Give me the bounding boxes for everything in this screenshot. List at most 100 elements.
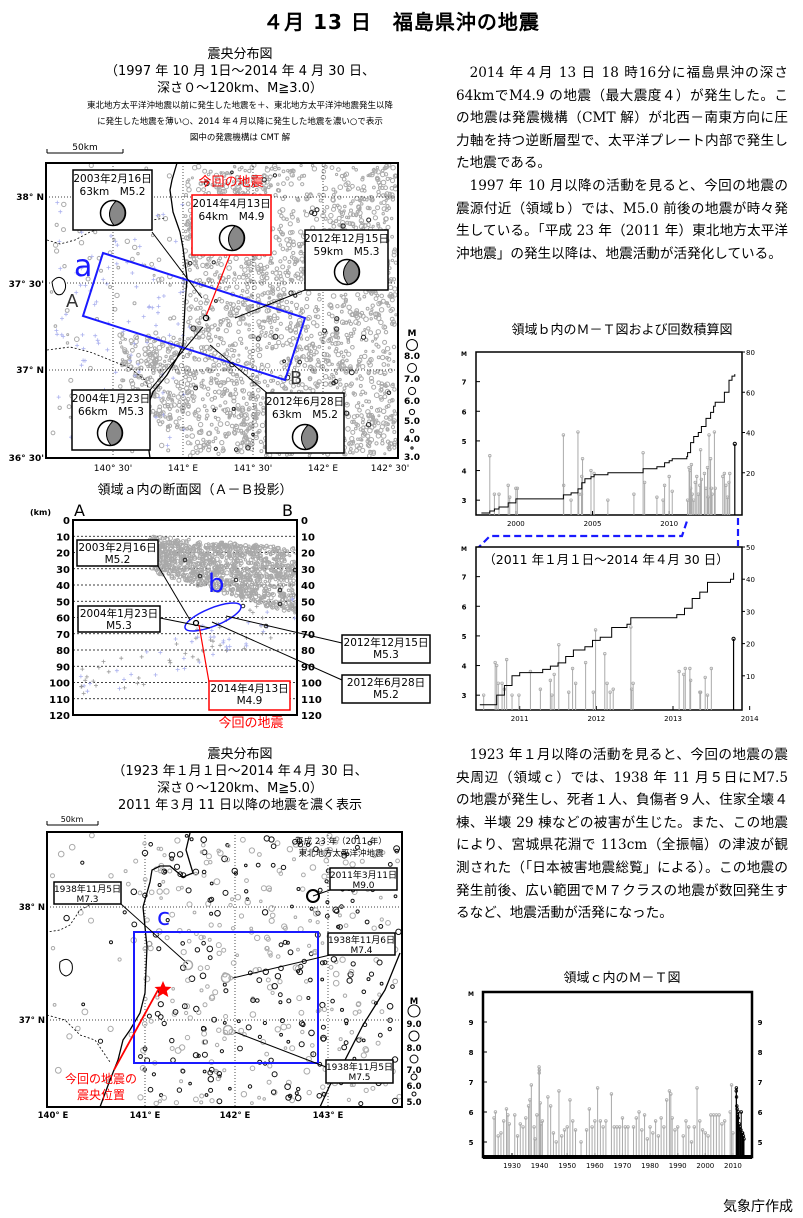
hypocenter-dot [170, 557, 175, 561]
seismicity-dot [322, 340, 326, 344]
event-marker [569, 498, 573, 502]
map1-criteria: 深さ０～120km、M≧3.0） [157, 81, 323, 96]
seismicity-dot [204, 417, 209, 421]
pre-2011-epicenter [370, 1085, 376, 1091]
seismicity-dot [361, 404, 365, 408]
depth-tick-left: 60 [56, 614, 70, 625]
post-2011-epicenter [180, 1068, 186, 1074]
current-epicenter [202, 314, 210, 322]
seismicity-dot [277, 166, 281, 171]
hypocenter-dot [262, 565, 267, 569]
pre-2011-epicenter [266, 984, 274, 991]
y-axis-label: M [461, 351, 467, 358]
post-2011-epicenter [255, 862, 261, 868]
post-2011-epicenter [386, 1003, 394, 1010]
post-2011-epicenter [236, 1019, 241, 1024]
pre-2011-epicenter [147, 945, 154, 952]
pre-2011-marker [129, 353, 134, 358]
seismicity-dot [187, 178, 191, 182]
hypocenter-dot [281, 547, 287, 552]
seismicity-dot [287, 265, 291, 269]
event-marker [593, 628, 598, 632]
seismicity-dot [118, 384, 123, 389]
pre-2011-epicenter [201, 1039, 208, 1046]
seismicity-dot [209, 376, 214, 380]
seismicity-dot [385, 356, 390, 360]
region-b-label: b [208, 569, 225, 599]
hypocenter-dot [184, 539, 189, 544]
pre-2011-epicenter [381, 850, 386, 855]
seismicity-dot [186, 319, 191, 325]
seismicity-dot [261, 265, 267, 271]
seismicity-dot [257, 428, 262, 434]
seismicity-dot [297, 245, 301, 249]
seismicity-dot [387, 191, 392, 196]
post-2011-epicenter [142, 892, 148, 899]
seismicity-dot [259, 281, 265, 286]
pre-2011-marker [74, 270, 79, 275]
seismicity-dot [193, 325, 199, 331]
seismicity-dot [316, 307, 320, 312]
seismicity-dot [124, 238, 131, 245]
seismicity-dot [345, 358, 349, 363]
depth-unit: (km) [30, 508, 51, 517]
seismicity-dot [327, 376, 332, 380]
seismicity-dot [336, 215, 342, 221]
cumulative-count-line [479, 572, 735, 706]
seismicity-dot [379, 387, 384, 392]
seismicity-dot [284, 299, 290, 305]
pre-2011-marker [224, 644, 229, 649]
seismicity-dot [375, 369, 380, 374]
event-marker [579, 1140, 583, 1144]
pre-2011-epicenter [308, 918, 313, 923]
post-2011-epicenter [324, 879, 329, 884]
pre-2011-epicenter [249, 926, 254, 931]
pre-2011-epicenter [363, 1047, 370, 1053]
pre-2011-marker [89, 254, 94, 259]
seismicity-dot [356, 363, 360, 368]
recent-epicenter [193, 385, 199, 391]
hypocenter-dot [283, 601, 289, 607]
seismicity-dot [243, 361, 248, 366]
depth-tick-right: 120 [301, 711, 322, 722]
seismicity-dot [343, 204, 347, 209]
hypocenter-dot [185, 546, 191, 552]
seismicity-dot [369, 379, 375, 384]
seismicity-dot [379, 424, 385, 430]
event-mag: M5.2 [373, 689, 399, 701]
post-2011-epicenter [163, 869, 167, 874]
seismicity-dot [227, 344, 232, 348]
pre-2011-marker [114, 261, 119, 266]
seismicity-dot [152, 346, 157, 351]
seismicity-dot [234, 381, 239, 386]
seismicity-dot [50, 430, 56, 436]
seismicity-dot [287, 324, 292, 329]
seismicity-dot [336, 167, 341, 172]
seismicity-dot [382, 339, 388, 345]
seismicity-dot [184, 385, 190, 392]
seismicity-dot [283, 270, 288, 275]
hypocenter-dot [217, 542, 221, 546]
seismicity-dot [153, 330, 159, 336]
event-marker [702, 471, 707, 476]
pre-2011-epicenter [363, 1087, 369, 1094]
pre-2011-marker [55, 332, 60, 337]
legend-circle [407, 363, 417, 373]
seismicity-dot [185, 411, 191, 417]
legend-label: 5.0 [404, 417, 420, 427]
seismicity-dot [384, 198, 388, 202]
pre-2011-epicenter [201, 842, 206, 848]
hypocenter-dot [249, 592, 254, 597]
event-date: 2011年3月11日 [330, 869, 397, 881]
pre-2011-marker [106, 265, 111, 270]
post-2011-epicenter [271, 1071, 278, 1078]
event-date: 2014年4月13日 [192, 197, 270, 210]
seismicity-dot [206, 444, 212, 450]
seismicity-dot [286, 242, 292, 248]
seismicity-dot [337, 184, 344, 190]
event-marker [573, 681, 578, 686]
seismicity-dot [296, 346, 300, 350]
pre-2011-epicenter [355, 1001, 361, 1008]
seismicity-dot [213, 272, 217, 277]
event-marker [698, 448, 703, 452]
